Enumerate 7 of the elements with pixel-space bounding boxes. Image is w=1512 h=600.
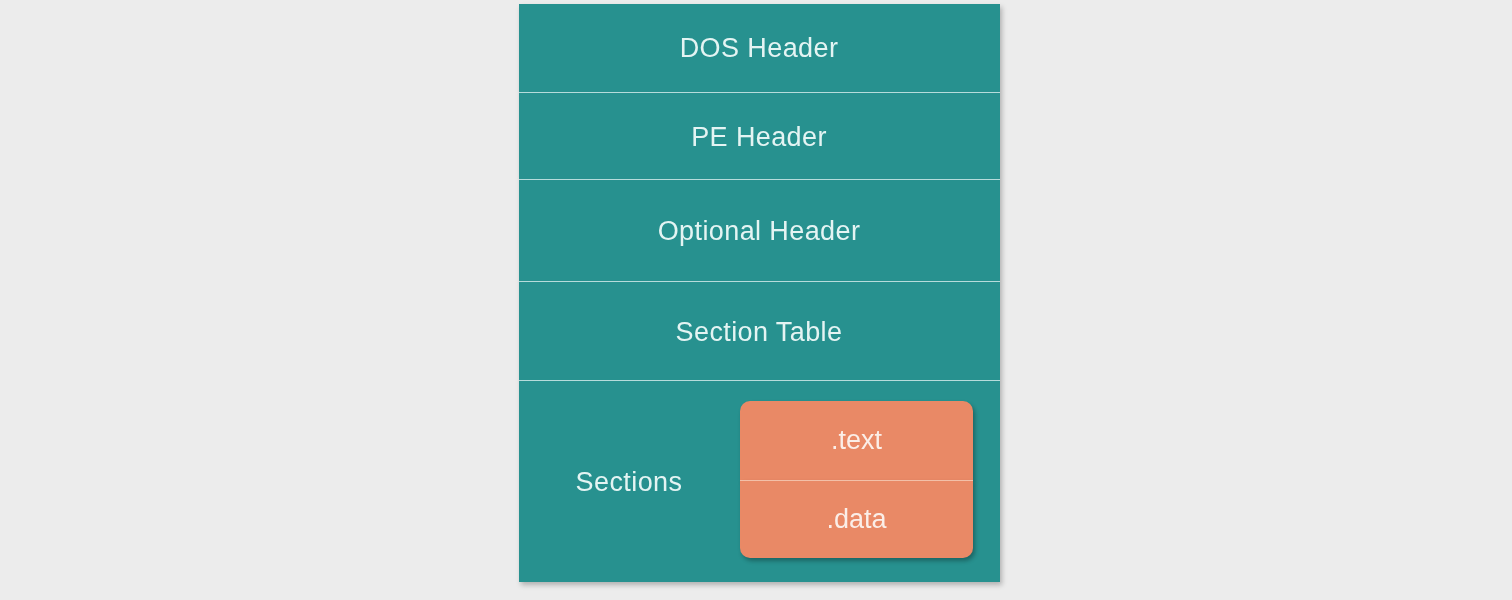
band-label: Optional Header	[657, 215, 861, 247]
band-label: DOS Header	[679, 32, 839, 64]
band-label: PE Header	[691, 121, 827, 152]
band-label: Sections	[575, 466, 683, 498]
band-label: Section Table	[675, 316, 843, 347]
section-block: .data	[740, 480, 973, 558]
section-block: .text	[740, 401, 973, 480]
